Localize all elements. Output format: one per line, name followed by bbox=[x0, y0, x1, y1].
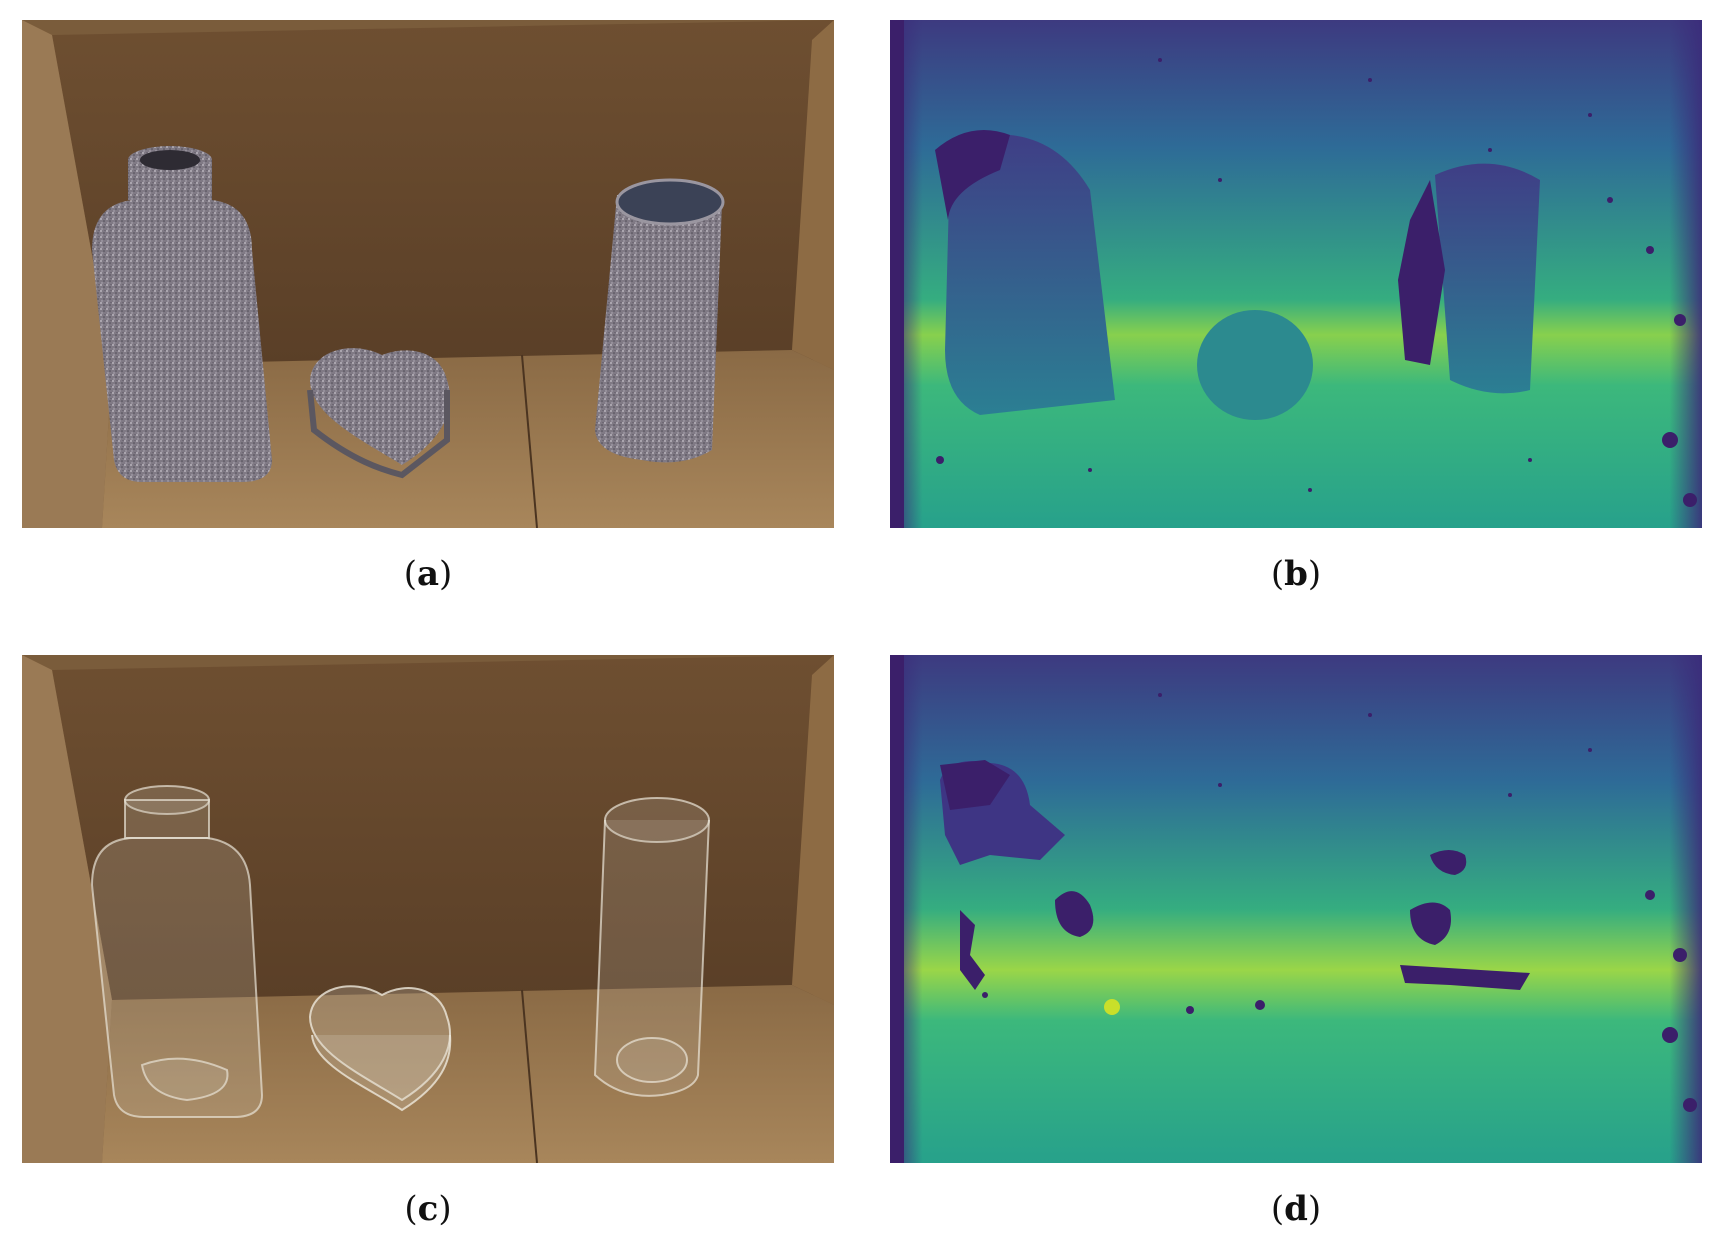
depth-map-opaque-image bbox=[890, 20, 1702, 528]
caption-a: (a) bbox=[403, 554, 453, 594]
rgb-photo-transparent-image bbox=[22, 655, 834, 1163]
rgb-photo-opaque-image bbox=[22, 20, 834, 528]
caption-c: (c) bbox=[404, 1189, 452, 1229]
caption-c-letter: c bbox=[417, 1189, 439, 1229]
caption-a-letter: a bbox=[416, 554, 440, 594]
caption-d-letter: d bbox=[1284, 1189, 1308, 1229]
panel-a-rgb-opaque bbox=[22, 20, 834, 528]
panel-b-depth-opaque bbox=[890, 20, 1702, 528]
caption-b: (b) bbox=[1270, 554, 1322, 594]
caption-b-letter: b bbox=[1284, 554, 1308, 594]
depth-map-transparent-image bbox=[890, 655, 1702, 1163]
caption-d: (d) bbox=[1270, 1189, 1322, 1229]
panel-c-rgb-transparent bbox=[22, 655, 834, 1163]
panel-d-depth-transparent bbox=[890, 655, 1702, 1163]
